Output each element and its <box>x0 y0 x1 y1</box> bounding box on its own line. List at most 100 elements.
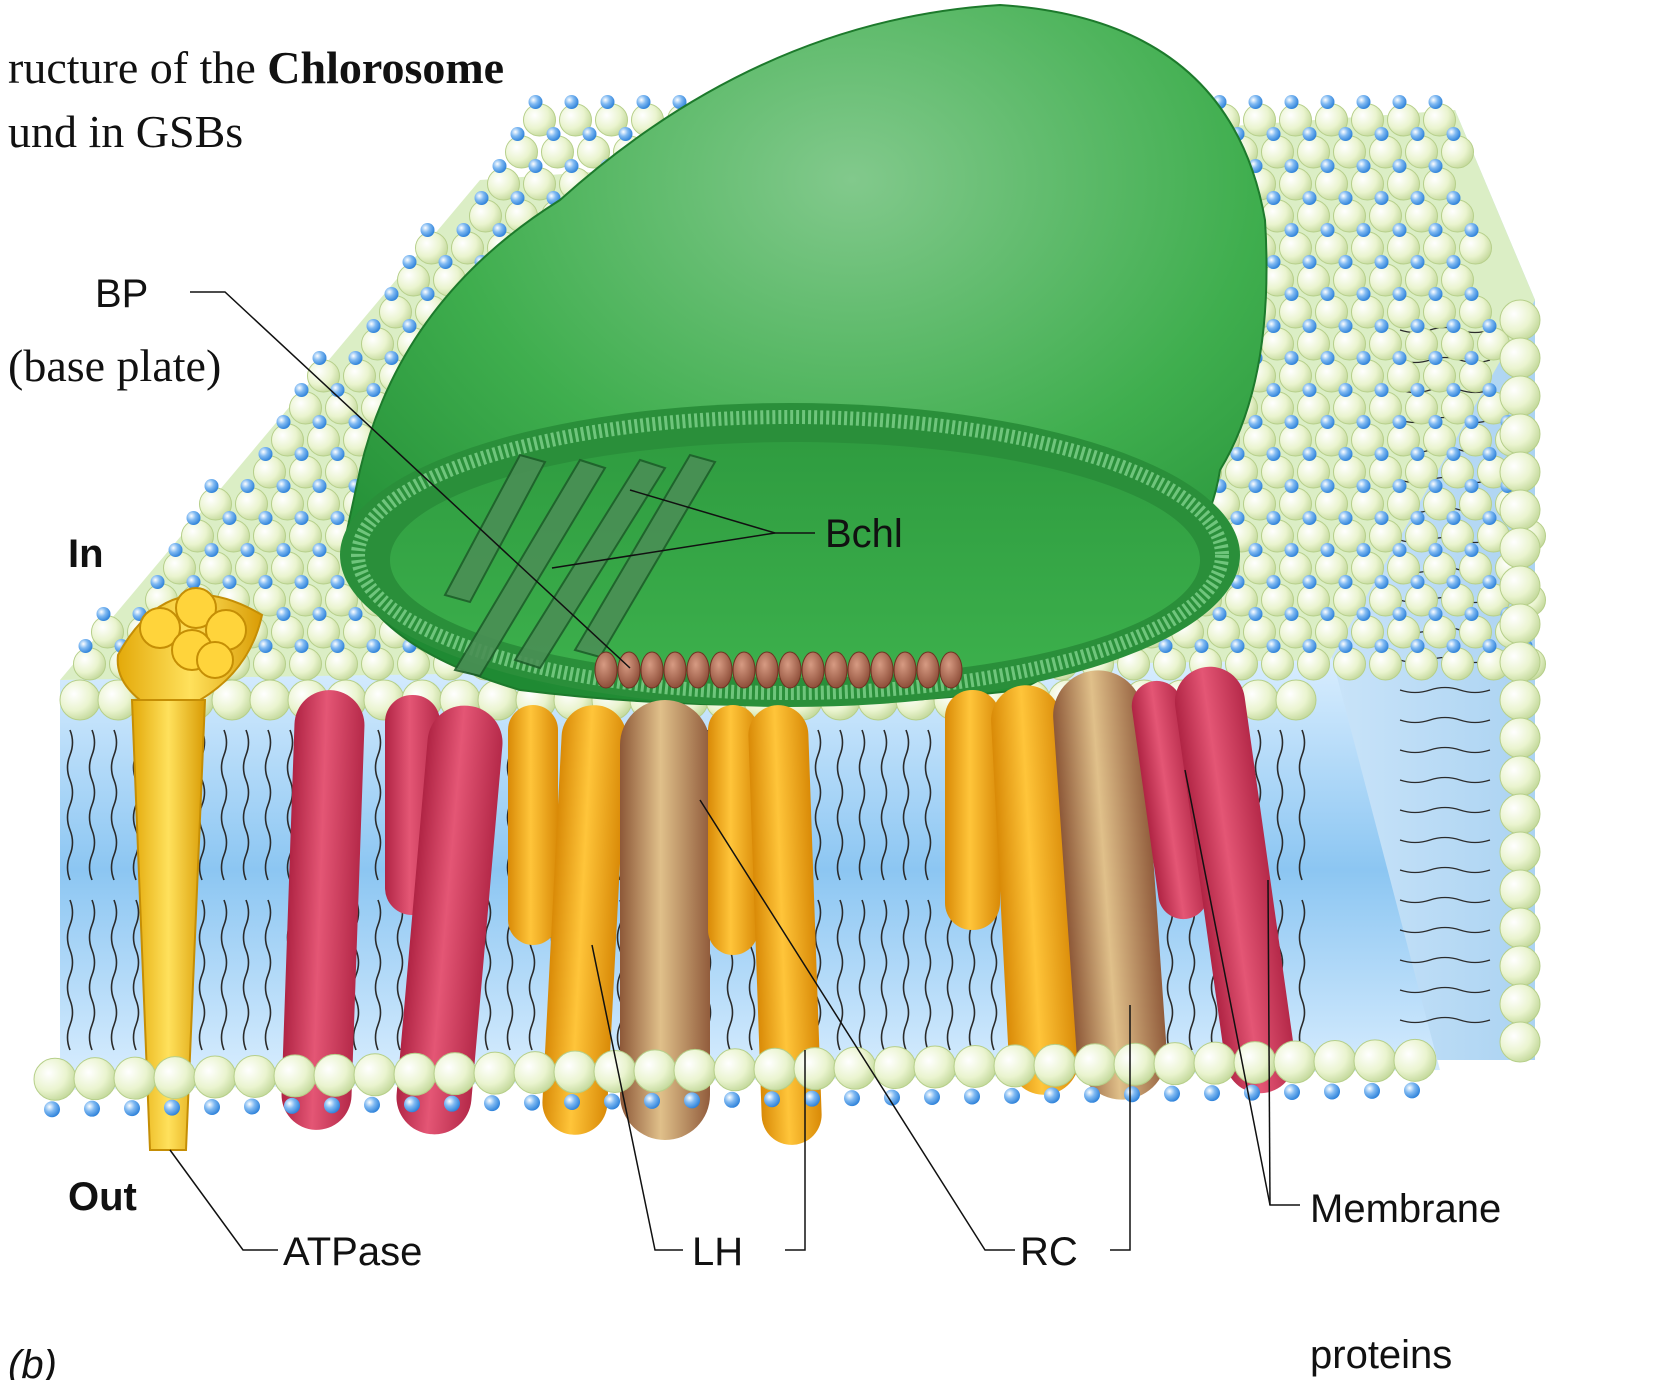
lipid-dot <box>1285 415 1299 429</box>
lipid-head-bottom <box>754 1048 796 1090</box>
lipid-dot-bottom <box>1364 1083 1380 1099</box>
lipid-dot <box>1393 287 1407 301</box>
lipid-head-side <box>1500 376 1540 416</box>
lipid-dot <box>1429 95 1443 109</box>
lipid-dot <box>277 415 291 429</box>
lipid-dot <box>1285 543 1299 557</box>
lipid-dot <box>223 575 237 589</box>
lipid-dot <box>295 511 309 525</box>
lipid-dot <box>493 223 507 237</box>
lipid-head-bottom <box>954 1045 996 1087</box>
lipid-dot <box>1339 319 1353 333</box>
lipid-dot <box>1357 479 1371 493</box>
lipid-dot-bottom <box>164 1100 180 1116</box>
lipid-dot <box>259 447 273 461</box>
lipid-dot <box>1339 575 1353 589</box>
lipid-dot <box>1411 127 1425 141</box>
base-plate-bead <box>825 652 847 688</box>
lipid-dot <box>1357 159 1371 173</box>
lipid-dot <box>1357 607 1371 621</box>
lipid-dot <box>1267 191 1281 205</box>
lipid-dot-bottom <box>684 1092 700 1108</box>
lipid-dot-bottom <box>324 1097 340 1113</box>
lipid-head-bottom <box>994 1045 1036 1087</box>
lipid-dot-bottom <box>204 1099 220 1115</box>
lipid-head <box>290 648 322 680</box>
base-plate-bead <box>871 652 893 688</box>
lipid-dot <box>1447 191 1461 205</box>
lipid-dot <box>1267 575 1281 589</box>
lipid-head-side <box>1500 756 1540 796</box>
lipid-dot <box>1267 383 1281 397</box>
lipid-dot-bottom <box>524 1095 540 1111</box>
lipid-dot <box>367 383 381 397</box>
lipid-head-front <box>1276 680 1316 720</box>
base-plate-bead <box>618 652 640 688</box>
lipid-dot <box>1393 351 1407 365</box>
lipid-head <box>254 648 286 680</box>
lipid-dot <box>601 95 615 109</box>
lipid-head-side <box>1500 604 1540 644</box>
lipid-head-bottom <box>1114 1043 1156 1085</box>
lipid-head-bottom <box>74 1058 116 1100</box>
lipid-dot <box>277 607 291 621</box>
base-plate-bead <box>641 652 663 688</box>
lipid-head-bottom <box>154 1057 196 1099</box>
lipid-head-bottom <box>474 1052 516 1094</box>
lipid-dot <box>1375 511 1389 525</box>
lipid-dot-bottom <box>1404 1082 1420 1098</box>
lipid-dot-bottom <box>724 1092 740 1108</box>
lipid-dot <box>1393 95 1407 109</box>
lipid-dot <box>277 543 291 557</box>
lipid-dot <box>1429 415 1443 429</box>
lipid-head-bottom <box>194 1056 236 1098</box>
lipid-head-bottom <box>34 1058 76 1100</box>
lipid-dot <box>1303 127 1317 141</box>
lipid-dot <box>1267 447 1281 461</box>
lipid-head-side <box>1500 680 1540 720</box>
lipid-dot <box>1393 159 1407 173</box>
lipid-dot <box>1465 607 1479 621</box>
lipid-head-bottom <box>514 1052 556 1094</box>
lipid-head-side <box>1500 1022 1540 1062</box>
lipid-dot <box>583 127 597 141</box>
lipid-dot <box>1411 255 1425 269</box>
atpase-leader <box>170 1150 278 1250</box>
lipid-dot <box>331 383 345 397</box>
lipid-dot <box>1447 255 1461 269</box>
lipid-dot <box>1465 287 1479 301</box>
lipid-dot <box>277 479 291 493</box>
lipid-dot <box>313 415 327 429</box>
lipid-dot <box>1411 639 1425 653</box>
lipid-dot <box>1375 191 1389 205</box>
lipid-dot-bottom <box>1084 1087 1100 1103</box>
lipid-dot-bottom <box>564 1094 580 1110</box>
lipid-dot <box>1267 511 1281 525</box>
lipid-dot <box>547 127 561 141</box>
lipid-head-bottom <box>1194 1042 1236 1084</box>
lipid-dot <box>223 511 237 525</box>
lipid-head-side <box>1500 566 1540 606</box>
lipid-head-bottom <box>394 1053 436 1095</box>
lipid-dot <box>1429 479 1443 493</box>
lipid-head <box>1262 648 1294 680</box>
lipid-dot <box>1357 287 1371 301</box>
lipid-dot <box>1447 447 1461 461</box>
lipid-dot <box>1321 287 1335 301</box>
lipid-dot <box>1321 351 1335 365</box>
lipid-dot <box>1267 639 1281 653</box>
base-plate-bead <box>687 652 709 688</box>
lipid-head-side <box>1500 642 1540 682</box>
lipid-dot <box>1249 415 1263 429</box>
lipid-head-bottom <box>114 1057 156 1099</box>
in-label: In <box>68 532 104 576</box>
lipid-dot-bottom <box>444 1096 460 1112</box>
lipid-dot <box>1375 383 1389 397</box>
lipid-dot <box>97 607 111 621</box>
base-plate-bead <box>664 652 686 688</box>
bp-sublabel: (base plate) <box>8 340 221 391</box>
lipid-dot <box>421 287 435 301</box>
lipid-dot <box>79 639 93 653</box>
lipid-head-side <box>1500 452 1540 492</box>
lipid-dot <box>1447 511 1461 525</box>
